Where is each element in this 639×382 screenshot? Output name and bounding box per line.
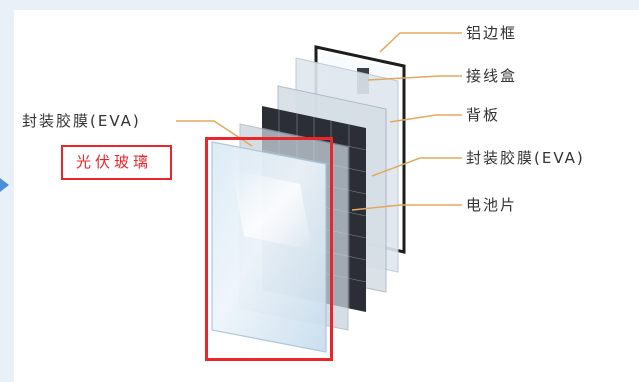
leader-backsheet	[389, 114, 462, 123]
glass-sheen	[232, 170, 312, 250]
leader-frame	[379, 32, 462, 53]
callout-junction-box: 接线盒	[466, 67, 518, 85]
leader-junction	[367, 75, 462, 81]
left-pointer-icon	[0, 178, 9, 192]
callout-rear-eva: 封装胶膜(EVA)	[466, 149, 585, 167]
callout-aluminum-frame: 铝边框	[466, 24, 518, 42]
leader-rear-eva	[371, 157, 462, 177]
leader-cell	[351, 204, 462, 211]
callout-pv-glass: 光伏玻璃	[76, 153, 153, 171]
callout-cells: 电池片	[466, 196, 518, 214]
pv-glass-highlight-box	[205, 137, 333, 361]
callout-front-eva: 封装胶膜(EVA)	[22, 112, 141, 130]
pv-glass-label-box	[61, 145, 172, 180]
callout-backsheet: 背板	[466, 106, 501, 124]
